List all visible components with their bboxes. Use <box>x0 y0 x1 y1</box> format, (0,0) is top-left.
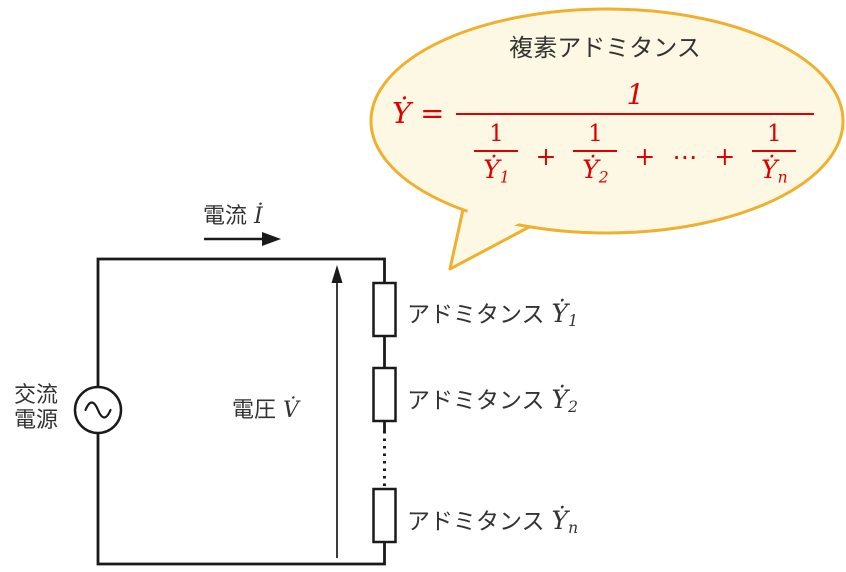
speech-bubble-joint <box>459 200 522 250</box>
term-1-numerator: 1 <box>489 121 504 147</box>
term-n-symbol: Ẏ <box>761 154 778 184</box>
wire-top-left <box>96 257 386 387</box>
current-label-text: 電流 <box>203 203 248 228</box>
term-2-symbol: Ẏ <box>582 154 599 184</box>
formula-main-bar <box>456 113 815 115</box>
admittance-symbol-n-letter: Ẏ <box>551 506 569 535</box>
admittance-symbol-2-letter: Ẏ <box>551 385 569 414</box>
term-2-bar <box>573 150 618 152</box>
admittance-box-1 <box>372 281 397 338</box>
admittance-symbol-1: Ẏ1 <box>551 299 578 330</box>
admittance-label-1-text: アドミタンス <box>407 301 545 327</box>
admittance-formula: Ẏ = 1 1 Ẏ1 + 1 Ẏ2 + ⋯ + <box>392 78 815 193</box>
term-n-sub: n <box>777 168 788 187</box>
term-1-sub: 1 <box>499 168 510 187</box>
formula-term-1: 1 Ẏ1 <box>474 120 519 194</box>
formula-lhs: Ẏ = <box>392 94 444 132</box>
admittance-symbol-1-letter: Ẏ <box>551 299 569 328</box>
term-2-numerator: 1 <box>588 121 603 147</box>
term-2-denominator: Ẏ2 <box>582 154 608 194</box>
formula-lhs-symbol: Ẏ <box>392 96 412 130</box>
bubble-title: 複素アドミタンス <box>509 35 701 62</box>
current-arrow-head <box>262 232 281 246</box>
current-symbol: İ <box>254 204 263 229</box>
plus-operator-3: + <box>714 141 736 171</box>
ac-source-label: 交流 電源 <box>6 382 66 432</box>
admittance-box-2 <box>372 366 397 423</box>
plus-operator-2: + <box>634 141 656 171</box>
admittance-symbol-1-sub: 1 <box>568 311 578 330</box>
ac-sine-wave-icon <box>84 401 112 419</box>
formula-main-denominator: 1 Ẏ1 + 1 Ẏ2 + ⋯ + 1 Ẏn <box>456 116 814 193</box>
ac-source-label-line2: 電源 <box>13 407 58 432</box>
term-1-symbol: Ẏ <box>483 154 500 184</box>
admittance-symbol-n-sub: n <box>568 518 579 537</box>
formula-main-fraction: 1 1 Ẏ1 + 1 Ẏ2 + ⋯ + 1 <box>456 78 815 193</box>
formula-term-2: 1 Ẏ2 <box>573 120 618 194</box>
term-2-sub: 2 <box>598 168 609 187</box>
admittance-symbol-2: Ẏ2 <box>551 385 578 416</box>
wire-bottom <box>96 433 386 566</box>
formula-main-numerator: 1 <box>626 78 645 111</box>
admittance-symbol-n: Ẏn <box>551 506 579 537</box>
speech-bubble-body <box>369 7 845 235</box>
voltage-arrow-head <box>331 265 343 283</box>
admittance-box-n <box>372 487 397 544</box>
term-1-bar <box>474 150 519 152</box>
term-n-bar <box>752 150 797 152</box>
term-1-denominator: Ẏ1 <box>483 154 509 194</box>
formula-equals: = <box>420 96 445 130</box>
term-n-numerator: 1 <box>767 121 782 147</box>
plus-operator-1: + <box>535 141 557 171</box>
admittance-symbol-2-sub: 2 <box>568 397 578 416</box>
voltage-symbol: V̇ <box>283 398 299 423</box>
term-n-denominator: Ẏn <box>761 154 788 194</box>
formula-term-n: 1 Ẏn <box>752 120 797 194</box>
voltage-label-text: 電圧 <box>232 397 277 422</box>
admittance-label-2-text: アドミタンス <box>407 387 545 413</box>
cdots-ellipsis: ⋯ <box>672 141 698 171</box>
admittance-label-n-text: アドミタンス <box>407 508 545 534</box>
ac-source-label-line1: 交流 <box>13 382 58 407</box>
